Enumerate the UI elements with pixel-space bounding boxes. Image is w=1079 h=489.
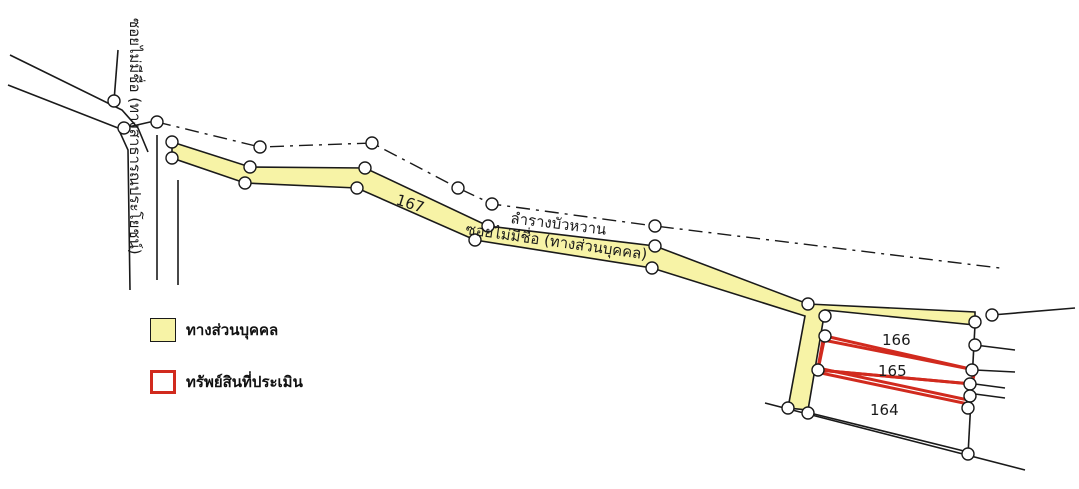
boundary-markers xyxy=(107,94,999,461)
plot-number-164: 164 xyxy=(870,401,899,419)
legend-road-swatch xyxy=(150,318,176,342)
legend-property-swatch xyxy=(150,370,176,394)
legend-appraised-property: ทรัพย์สินที่ประเมิน xyxy=(150,370,303,394)
legend-road-label: ทางส่วนบุคคล xyxy=(186,321,279,339)
public-road xyxy=(7,49,179,291)
legend-private-road: ทางส่วนบุคคล xyxy=(150,318,278,342)
plot-number-165: 165 xyxy=(878,362,907,380)
legend-property-label: ทรัพย์สินที่ประเมิน xyxy=(186,373,303,391)
plot-number-166: 166 xyxy=(882,331,911,349)
public-road-label: ซอยไม่มีชื่อ (ทางสาธารณประโยชน์) xyxy=(126,18,146,255)
